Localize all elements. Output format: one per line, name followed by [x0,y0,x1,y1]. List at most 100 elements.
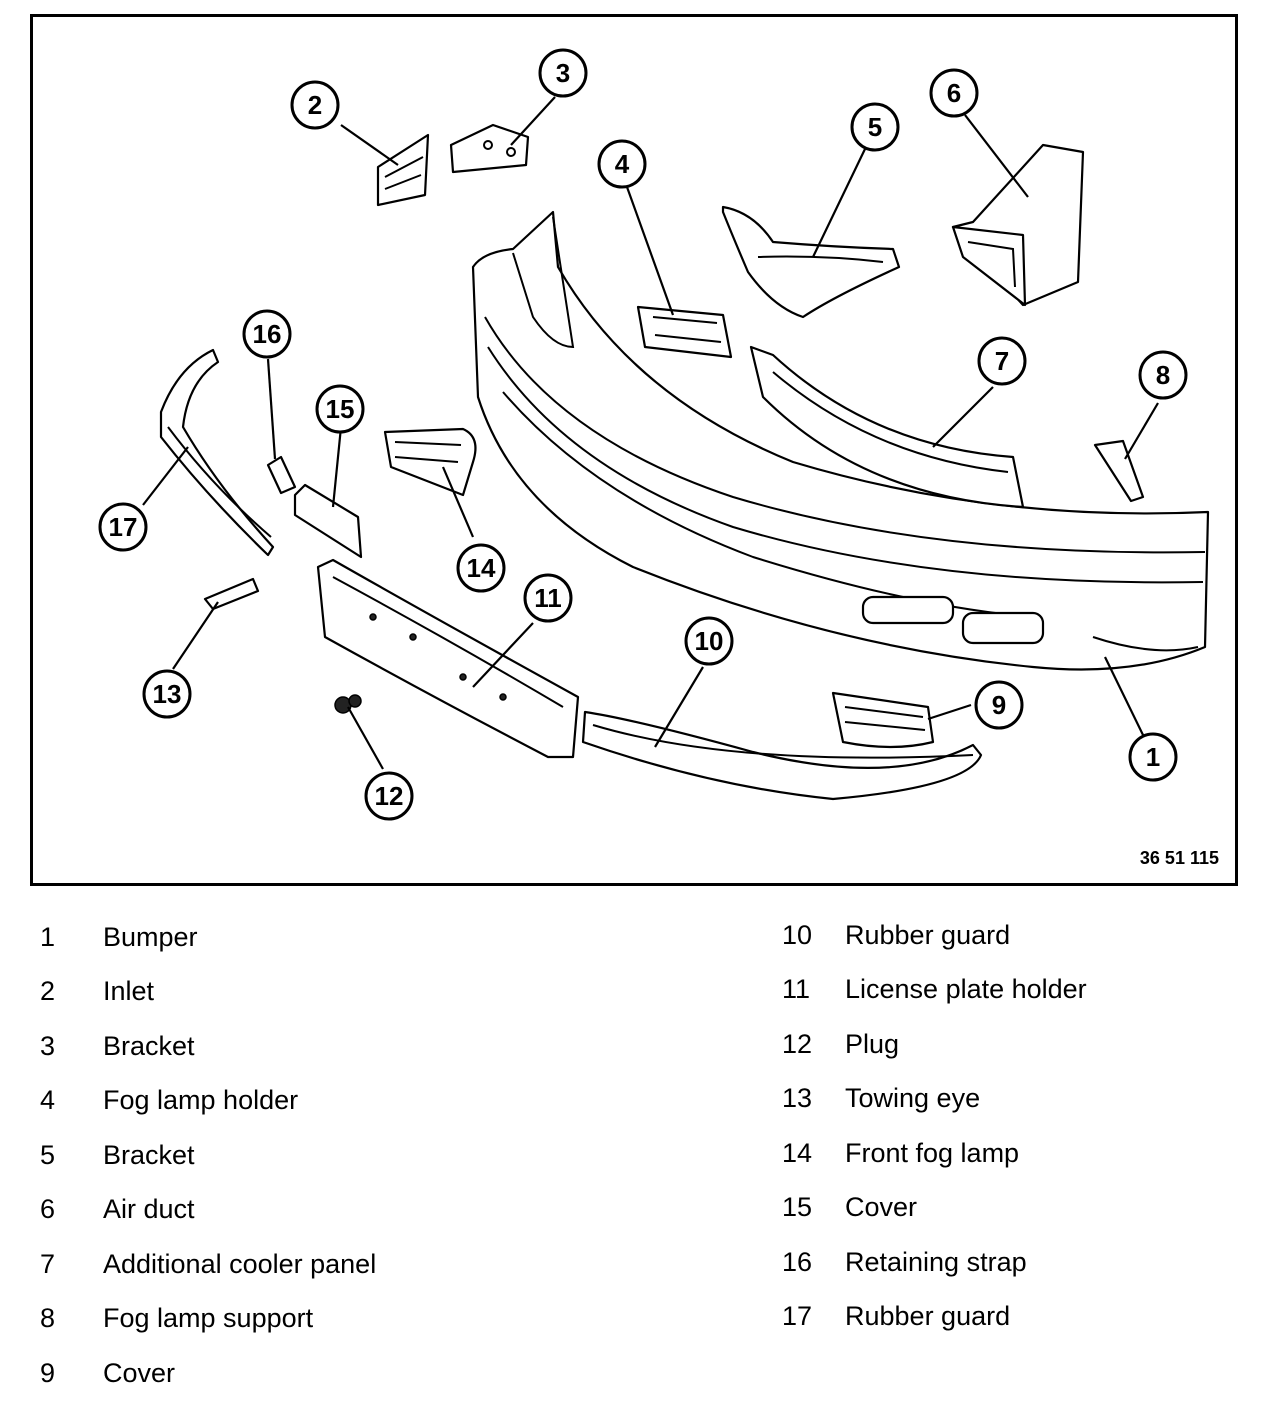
legend-number: 2 [40,976,56,1007]
legend-number: 14 [782,1137,813,1168]
legend-label: Cover [103,1357,176,1388]
part-rubber-guard-17 [159,348,275,557]
part-cover-9 [831,691,935,749]
legend-label: Rubber guard [845,1301,1011,1332]
exploded-view-drawing: 1 2 3 4 5 6 7 8 9 10 11 12 13 14 15 16 1… [98,48,1210,821]
callout-1: 1 [1128,732,1178,782]
legend-label: Cover [845,1192,918,1223]
part-bracket-3 [449,123,530,174]
part-cover-15 [293,483,363,559]
part-fog-lamp-holder [636,305,733,359]
legend-item: 10 Rubber guard [782,908,1087,963]
legend-item: 17 Rubber guard [782,1290,1087,1345]
legend-number: 1 [40,921,56,952]
legend-number: 9 [40,1357,56,1388]
legend-item: 8 Fog lamp support [40,1292,376,1347]
part-plug [334,694,362,714]
svg-text:3: 3 [556,58,570,88]
part-front-fog-lamp [383,427,477,497]
legend-item: 13 Towing eye [782,1072,1087,1127]
callout-14: 14 [456,543,506,593]
svg-text:1: 1 [1146,742,1160,772]
callout-7: 7 [977,336,1027,386]
part-license-plate-holder [316,558,580,759]
legend-item: 16 Retaining strap [782,1235,1087,1290]
svg-text:2: 2 [308,90,322,120]
legend-label: Towing eye [845,1083,981,1114]
part-air-duct [951,143,1085,307]
svg-text:7: 7 [995,346,1009,376]
legend-item: 2 Inlet [40,965,376,1020]
drawing-code: 36 51 115 [1139,848,1219,868]
svg-text:14: 14 [467,553,496,583]
svg-text:15: 15 [326,394,355,424]
legend-number: 5 [40,1139,56,1170]
svg-text:16: 16 [253,319,282,349]
callout-12: 12 [364,771,414,821]
legend-item: 15 Cover [782,1181,1087,1236]
callout-16: 16 [242,309,292,359]
legend-number: 7 [40,1248,56,1279]
legend-number: 16 [782,1246,813,1277]
svg-text:6: 6 [947,78,961,108]
callout-8: 8 [1138,350,1188,400]
callout-6: 6 [929,68,979,118]
svg-text:4: 4 [615,149,630,179]
part-fog-lamp-support [1093,439,1145,503]
callout-3: 3 [538,48,588,98]
legend-number: 8 [40,1303,56,1334]
callout-4: 4 [597,139,647,189]
callout-2: 2 [290,80,340,130]
legend-label: Front fog lamp [845,1137,1020,1168]
legend-item: 9 Cover [40,1346,376,1401]
callout-11: 11 [523,573,573,623]
svg-text:13: 13 [153,679,182,709]
legend-label: Plug [845,1028,900,1059]
part-cooler-panel [749,345,1025,509]
legend-number: 4 [40,1085,56,1116]
diagram-frame: 1 2 3 4 5 6 7 8 9 10 11 12 13 14 15 16 1… [30,14,1238,886]
legend-label: Retaining strap [845,1246,1027,1277]
part-retaining-strap [266,455,297,495]
legend-item: 4 Fog lamp holder [40,1074,376,1129]
legend-label: Additional cooler panel [103,1248,377,1279]
legend-item: 1 Bumper [40,910,376,965]
callout-15: 15 [315,384,365,434]
part-bracket-5 [721,205,901,319]
svg-text:17: 17 [109,512,138,542]
legend-number: 6 [40,1194,56,1225]
svg-text:11: 11 [534,583,562,613]
svg-text:5: 5 [868,112,882,142]
svg-text:12: 12 [375,781,404,811]
legend-item: 14 Front fog lamp [782,1126,1087,1181]
legend-item: 11 License plate holder [782,963,1087,1018]
legend-number: 12 [782,1028,813,1059]
legend-label: Rubber guard [845,919,1011,950]
callout-5: 5 [850,102,900,152]
legend-number: 3 [40,1030,56,1061]
part-rubber-guard-10 [581,710,983,801]
legend-label: Fog lamp holder [103,1085,299,1116]
legend-item: 7 Additional cooler panel [40,1237,376,1292]
legend-label: Inlet [103,976,155,1007]
legend-number: 15 [782,1192,813,1223]
callout-9: 9 [974,680,1024,730]
leader-lines [142,96,1159,770]
legend-number: 13 [782,1083,813,1114]
legend-number: 11 [782,974,811,1005]
legend-number: 10 [782,919,813,950]
legend-label: Bumper [103,921,198,952]
svg-text:8: 8 [1156,360,1170,390]
svg-text:10: 10 [695,626,724,656]
legend-number: 17 [782,1301,813,1332]
legend-label: License plate holder [845,974,1087,1005]
part-inlet [376,133,430,207]
part-bumper [471,210,1210,671]
legend-label: Fog lamp support [103,1303,314,1334]
callout-10: 10 [684,616,734,666]
part-towing-eye [203,577,260,611]
callout-13: 13 [142,669,192,719]
